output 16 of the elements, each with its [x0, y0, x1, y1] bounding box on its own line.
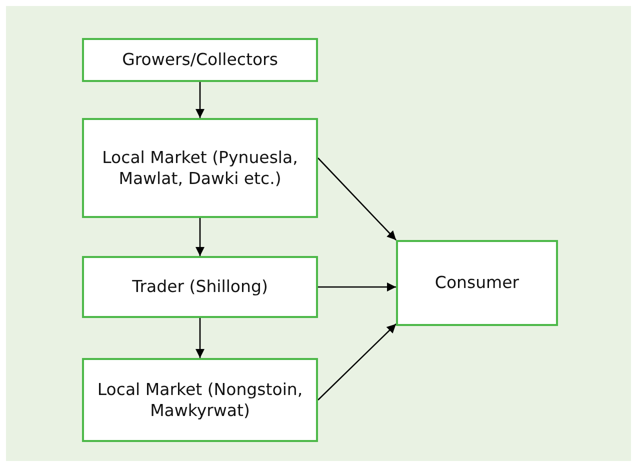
arrow [318, 324, 396, 400]
process-box [82, 118, 318, 218]
process-box [82, 256, 318, 318]
arrow [196, 82, 204, 118]
process-box [82, 38, 318, 82]
process-box [82, 358, 318, 442]
box-label: Growers/Collectors [122, 49, 278, 71]
arrow [318, 282, 396, 292]
box-label: Trader (Shillong) [132, 276, 268, 298]
arrow [318, 158, 396, 240]
box-label: Local Market (Nongstoin, Mawkyrwat) [96, 378, 304, 422]
process-box [396, 240, 558, 326]
arrow [196, 318, 204, 358]
arrow [196, 218, 204, 256]
box-label: Local Market (Pynuesla, Mawlat, Dawki etc.) [101, 146, 299, 190]
box-label: Consumer [434, 272, 520, 294]
